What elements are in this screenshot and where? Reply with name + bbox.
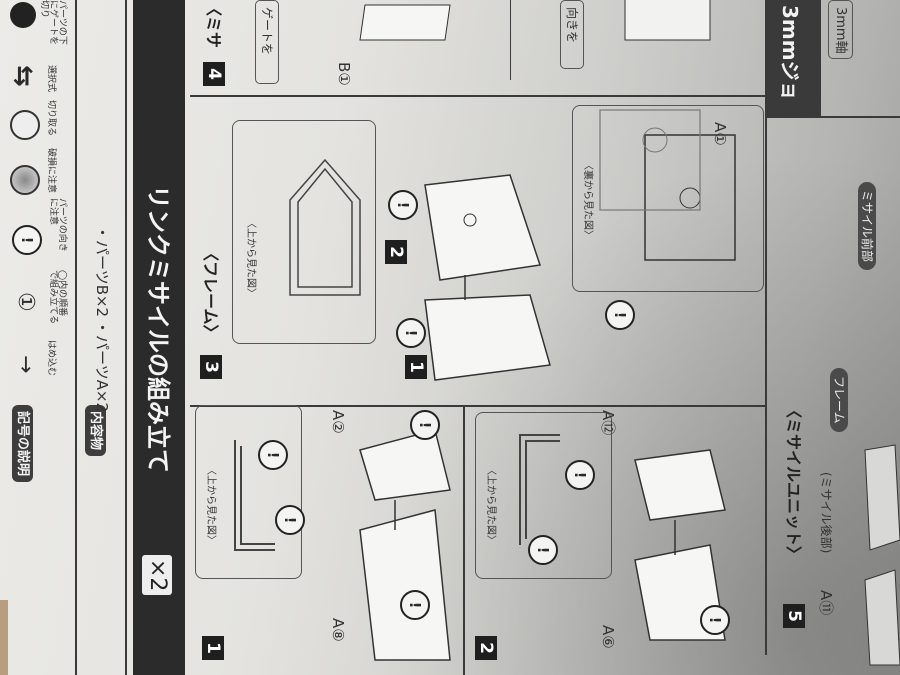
caution-icon: ! bbox=[565, 460, 595, 490]
top-view-box bbox=[232, 120, 376, 344]
divider bbox=[75, 0, 77, 675]
back-view-box bbox=[572, 105, 764, 292]
legend-label: パーツの向きに注意 bbox=[48, 198, 67, 252]
caution-icon: ! bbox=[400, 590, 430, 620]
circled-number-icon: ① bbox=[13, 292, 38, 312]
shaft-note-callout: 3mm軸 bbox=[828, 0, 853, 59]
divider bbox=[125, 0, 127, 675]
divider bbox=[765, 0, 767, 655]
caution-icon: ! bbox=[410, 410, 440, 440]
table-surface bbox=[0, 600, 8, 675]
frame-assembly-diagram bbox=[424, 174, 551, 381]
caution-icon: ! bbox=[258, 440, 288, 470]
caution-icon: ! bbox=[700, 605, 730, 635]
step-number: 5 bbox=[783, 604, 805, 628]
divider bbox=[463, 405, 465, 675]
arrow-down-icon: → bbox=[13, 355, 38, 374]
top-view-box bbox=[195, 405, 302, 579]
step-number: 4 bbox=[203, 62, 225, 86]
part-label: A② bbox=[329, 410, 347, 434]
step-number: 3 bbox=[200, 355, 222, 379]
frame-pill: フレーム bbox=[830, 368, 848, 432]
view-label: 〈上から見た図〉 bbox=[205, 465, 216, 545]
part-label: A① bbox=[711, 122, 729, 146]
multiplier-badge: ×2 bbox=[142, 555, 172, 596]
missile-unit-diagram bbox=[864, 444, 900, 666]
step-title: 〈ミサイルユニット〉 bbox=[784, 402, 803, 563]
legend-title: 記号の説明 bbox=[12, 405, 33, 483]
caution-icon: ! bbox=[605, 300, 635, 330]
view-label: 〈上から見た図〉 bbox=[485, 465, 496, 545]
side-header-title: 3mmジョ bbox=[778, 5, 802, 101]
divider bbox=[510, 0, 511, 80]
view-label: 〈上から見た図〉 bbox=[245, 218, 256, 298]
contents-item: ・パーツA×2 bbox=[93, 320, 111, 413]
divider bbox=[190, 405, 765, 407]
frame-top-view-diagram bbox=[519, 434, 560, 545]
cut-icon bbox=[10, 110, 40, 140]
caution-icon: ! bbox=[275, 505, 305, 535]
section-title: リンクミサイルの組み立て bbox=[144, 185, 172, 473]
caution-icon: ! bbox=[528, 535, 558, 565]
top-view-box bbox=[475, 412, 612, 579]
gate-note-callout: ゲートを bbox=[255, 0, 279, 84]
parts-assembly-diagram bbox=[359, 429, 451, 661]
caution-icon: ! bbox=[388, 190, 418, 220]
caution-icon: ! bbox=[12, 225, 42, 255]
select-arrows-icon: ⇆ bbox=[8, 65, 38, 87]
contents-title: 内容物 bbox=[85, 405, 106, 457]
step-number: 1 bbox=[202, 636, 224, 660]
sub-step-number: 2 bbox=[385, 240, 407, 264]
legend-label: 破損に注意 bbox=[46, 148, 56, 194]
orientation-note-callout: 向きを bbox=[560, 0, 584, 69]
divider bbox=[190, 95, 765, 97]
part-label: A⑫ bbox=[599, 410, 617, 436]
part-label: B① bbox=[335, 62, 353, 86]
legend-label: はめ込む bbox=[46, 340, 56, 377]
frame-top-view-diagram bbox=[289, 158, 361, 296]
part-note: (ミサイル後部) bbox=[819, 472, 833, 554]
legend-label: 選択式 bbox=[46, 65, 56, 93]
part-diagram bbox=[359, 4, 451, 41]
legend-label: 切り取る bbox=[46, 100, 56, 137]
frame-top-view-diagram bbox=[234, 440, 275, 551]
legend-label: パーツの下にゲートを切り bbox=[39, 0, 67, 46]
missile-front-pill: ミサイル前部 bbox=[858, 182, 876, 271]
breakage-warning-icon bbox=[10, 165, 40, 195]
step-title: 〈ミサ bbox=[204, 0, 223, 49]
legend-label: ◯内の順番で組み立てる bbox=[48, 270, 67, 325]
caution-icon: ! bbox=[396, 318, 426, 348]
sub-step-number: 1 bbox=[405, 355, 427, 379]
step-title: 〈フレーム〉 bbox=[201, 245, 220, 341]
part-label: A⑧ bbox=[329, 618, 347, 642]
missile-part-diagram bbox=[624, 0, 711, 41]
side-header bbox=[766, 0, 821, 116]
runner-part-diagram bbox=[599, 109, 701, 211]
part-label: A⑥ bbox=[599, 625, 617, 649]
gate-cut-icon bbox=[10, 2, 36, 28]
contents-item: ・パーツB×2 bbox=[93, 225, 111, 318]
step-number: 2 bbox=[475, 636, 497, 660]
divider bbox=[765, 116, 900, 118]
view-label: 〈裏から見た図〉 bbox=[582, 160, 593, 240]
part-label: A⑪ bbox=[817, 590, 835, 616]
